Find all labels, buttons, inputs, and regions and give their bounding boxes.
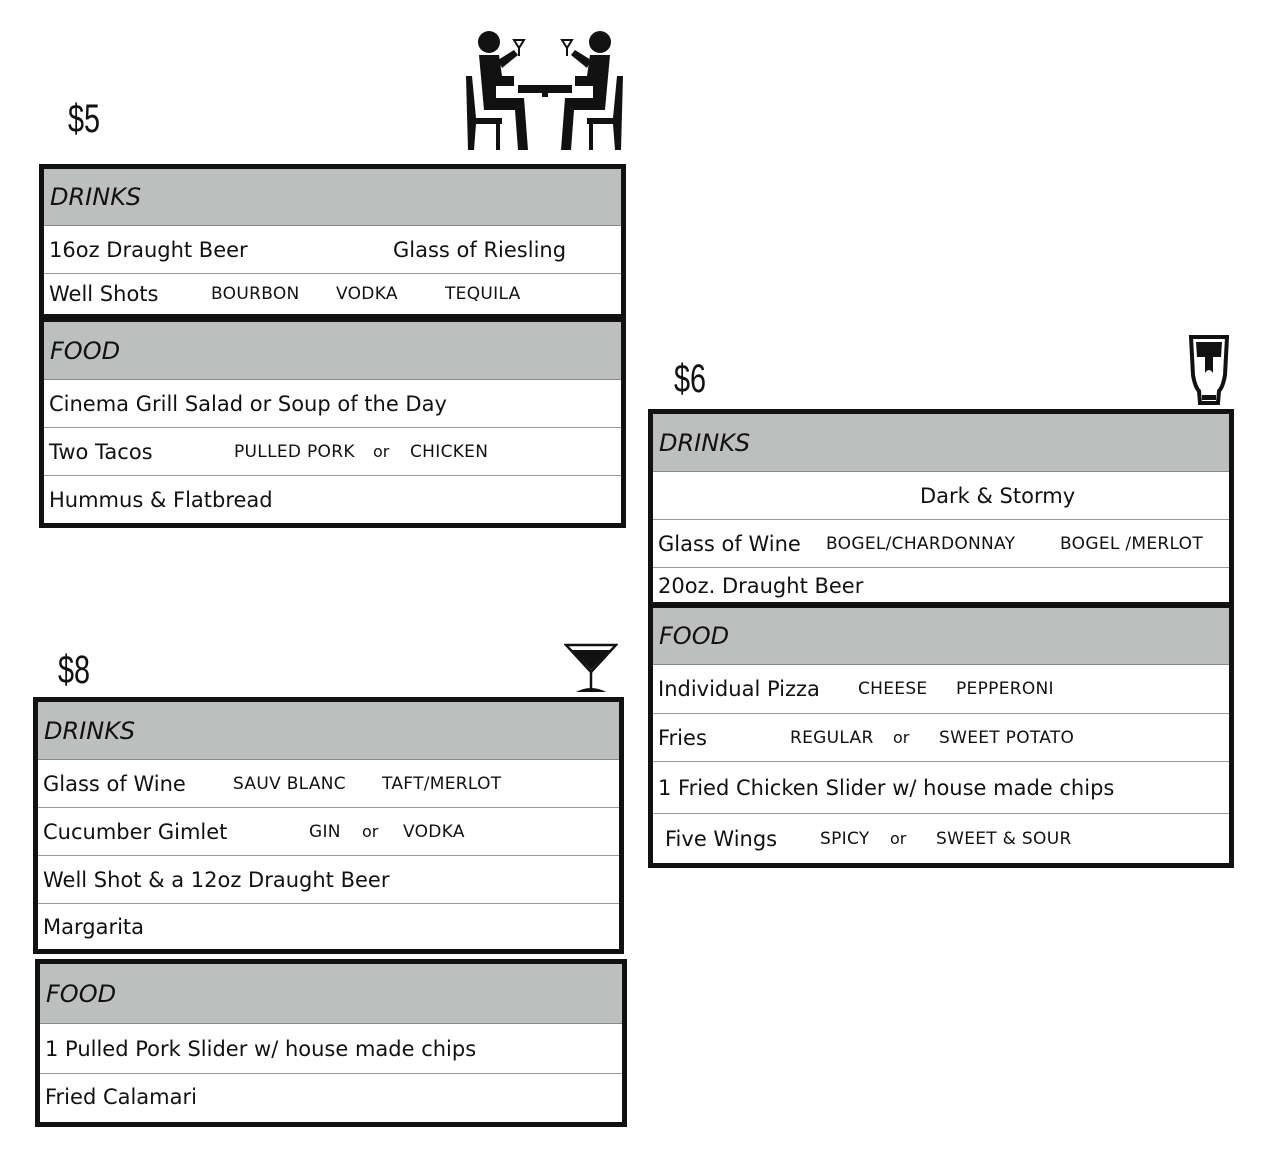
six-food-row: Fries REGULAR or SWEET POTATO xyxy=(653,714,1229,762)
item-label: Well Shots xyxy=(49,282,159,306)
eight-food-row: 1 Pulled Pork Slider w/ house made chips xyxy=(40,1024,622,1074)
eight-drinks-row: Glass of Wine SAUV BLANC TAFT/MERLOT xyxy=(38,760,619,808)
option-label: PEPPERONI xyxy=(956,679,1054,699)
option-label: PULLED PORK xyxy=(234,441,355,462)
or-label: or xyxy=(890,829,907,848)
item-label: Glass of Wine xyxy=(43,771,186,796)
item-label: Fried Calamari xyxy=(45,1085,197,1109)
item-label: 20oz. Draught Beer xyxy=(658,574,864,598)
five-food-row: Hummus & Flatbread xyxy=(44,476,621,523)
item-label: Hummus & Flatbread xyxy=(49,487,273,512)
eight-drinks-row: Cucumber Gimlet GIN or VODKA xyxy=(38,808,619,856)
option-label: VODKA xyxy=(336,284,398,304)
option-label: BOGEL/CHARDONNAY xyxy=(826,533,1016,554)
pint-glass-icon xyxy=(1188,335,1230,405)
six-drinks-header: DRINKS xyxy=(653,414,1229,472)
price-eight: $8 xyxy=(58,648,91,692)
option-label: VODKA xyxy=(403,821,465,842)
option-label: CHEESE xyxy=(858,679,928,699)
six-food-row: Individual Pizza CHEESE PEPPERONI xyxy=(653,665,1229,714)
item-label: Individual Pizza xyxy=(658,677,820,701)
option-label: SPICY xyxy=(820,828,870,849)
eight-drinks-header: DRINKS xyxy=(38,702,619,760)
six-food-row: 1 Fried Chicken Slider w/ house made chi… xyxy=(653,762,1229,814)
eight-food-box: FOOD 1 Pulled Pork Slider w/ house made … xyxy=(35,959,627,1127)
or-label: or xyxy=(373,442,390,461)
item-label: 1 Fried Chicken Slider w/ house made chi… xyxy=(658,775,1115,800)
six-food-header: FOOD xyxy=(653,608,1229,665)
item-label: Five Wings xyxy=(665,826,778,851)
option-label: TEQUILA xyxy=(445,284,521,304)
martini-glass-icon xyxy=(564,643,618,692)
six-food-box: FOOD Individual Pizza CHEESE PEPPERONI F… xyxy=(648,603,1234,868)
item-label: Two Tacos xyxy=(49,439,153,464)
five-drinks-header: DRINKS xyxy=(44,169,621,226)
eight-drinks-row: Margarita xyxy=(38,904,619,949)
item-label: 16oz Draught Beer xyxy=(49,237,248,262)
eight-drinks-row: Well Shot & a 12oz Draught Beer xyxy=(38,856,619,904)
item-label: Well Shot & a 12oz Draught Beer xyxy=(43,867,390,892)
item-label: 1 Pulled Pork Slider w/ house made chips xyxy=(45,1036,477,1061)
option-label: BOURBON xyxy=(211,284,300,304)
eight-food-header: FOOD xyxy=(40,964,622,1024)
option-label: REGULAR xyxy=(790,727,874,748)
option-label: SWEET & SOUR xyxy=(936,828,1072,849)
item-label: Glass of Wine xyxy=(658,531,801,556)
option-label: BOGEL /MERLOT xyxy=(1060,533,1204,554)
or-label: or xyxy=(362,822,379,841)
five-drinks-row: 16oz Draught Beer Glass of Riesling xyxy=(44,226,621,274)
item-label: Glass of Riesling xyxy=(393,237,567,262)
six-drinks-box: DRINKS Dark & Stormy Glass of Wine BOGEL… xyxy=(648,409,1234,607)
five-drinks-box: DRINKS 16oz Draught Beer Glass of Riesli… xyxy=(39,164,626,319)
five-food-header: FOOD xyxy=(44,322,621,380)
six-drinks-row: 20oz. Draught Beer xyxy=(653,568,1229,604)
option-label: SWEET POTATO xyxy=(939,727,1075,748)
option-label: TAFT/MERLOT xyxy=(382,773,502,794)
option-label: SAUV BLANC xyxy=(233,773,346,794)
or-label: or xyxy=(893,728,910,747)
six-food-row: Five Wings SPICY or SWEET & SOUR xyxy=(653,814,1229,863)
five-food-box: FOOD Cinema Grill Salad or Soup of the D… xyxy=(39,317,626,528)
six-drinks-row: Dark & Stormy xyxy=(653,472,1229,520)
five-food-row: Two Tacos PULLED PORK or CHICKEN xyxy=(44,428,621,476)
item-label: Cucumber Gimlet xyxy=(43,819,228,844)
item-label: Fries xyxy=(658,725,707,750)
item-label: Dark & Stormy xyxy=(920,483,1076,508)
item-label: Margarita xyxy=(43,914,145,939)
item-label: Cinema Grill Salad or Soup of the Day xyxy=(49,391,447,416)
eight-drinks-box: DRINKS Glass of Wine SAUV BLANC TAFT/MER… xyxy=(33,697,624,954)
price-five: $5 xyxy=(68,97,101,141)
option-label: GIN xyxy=(309,821,341,842)
five-food-row: Cinema Grill Salad or Soup of the Day xyxy=(44,380,621,428)
eight-food-row: Fried Calamari xyxy=(40,1074,622,1120)
six-drinks-row: Glass of Wine BOGEL/CHARDONNAY BOGEL /ME… xyxy=(653,520,1229,568)
people-drinking-icon xyxy=(466,31,623,150)
price-six: $6 xyxy=(674,357,707,401)
option-label: CHICKEN xyxy=(410,441,489,462)
five-drinks-row: Well Shots BOURBON VODKA TEQUILA xyxy=(44,274,621,314)
